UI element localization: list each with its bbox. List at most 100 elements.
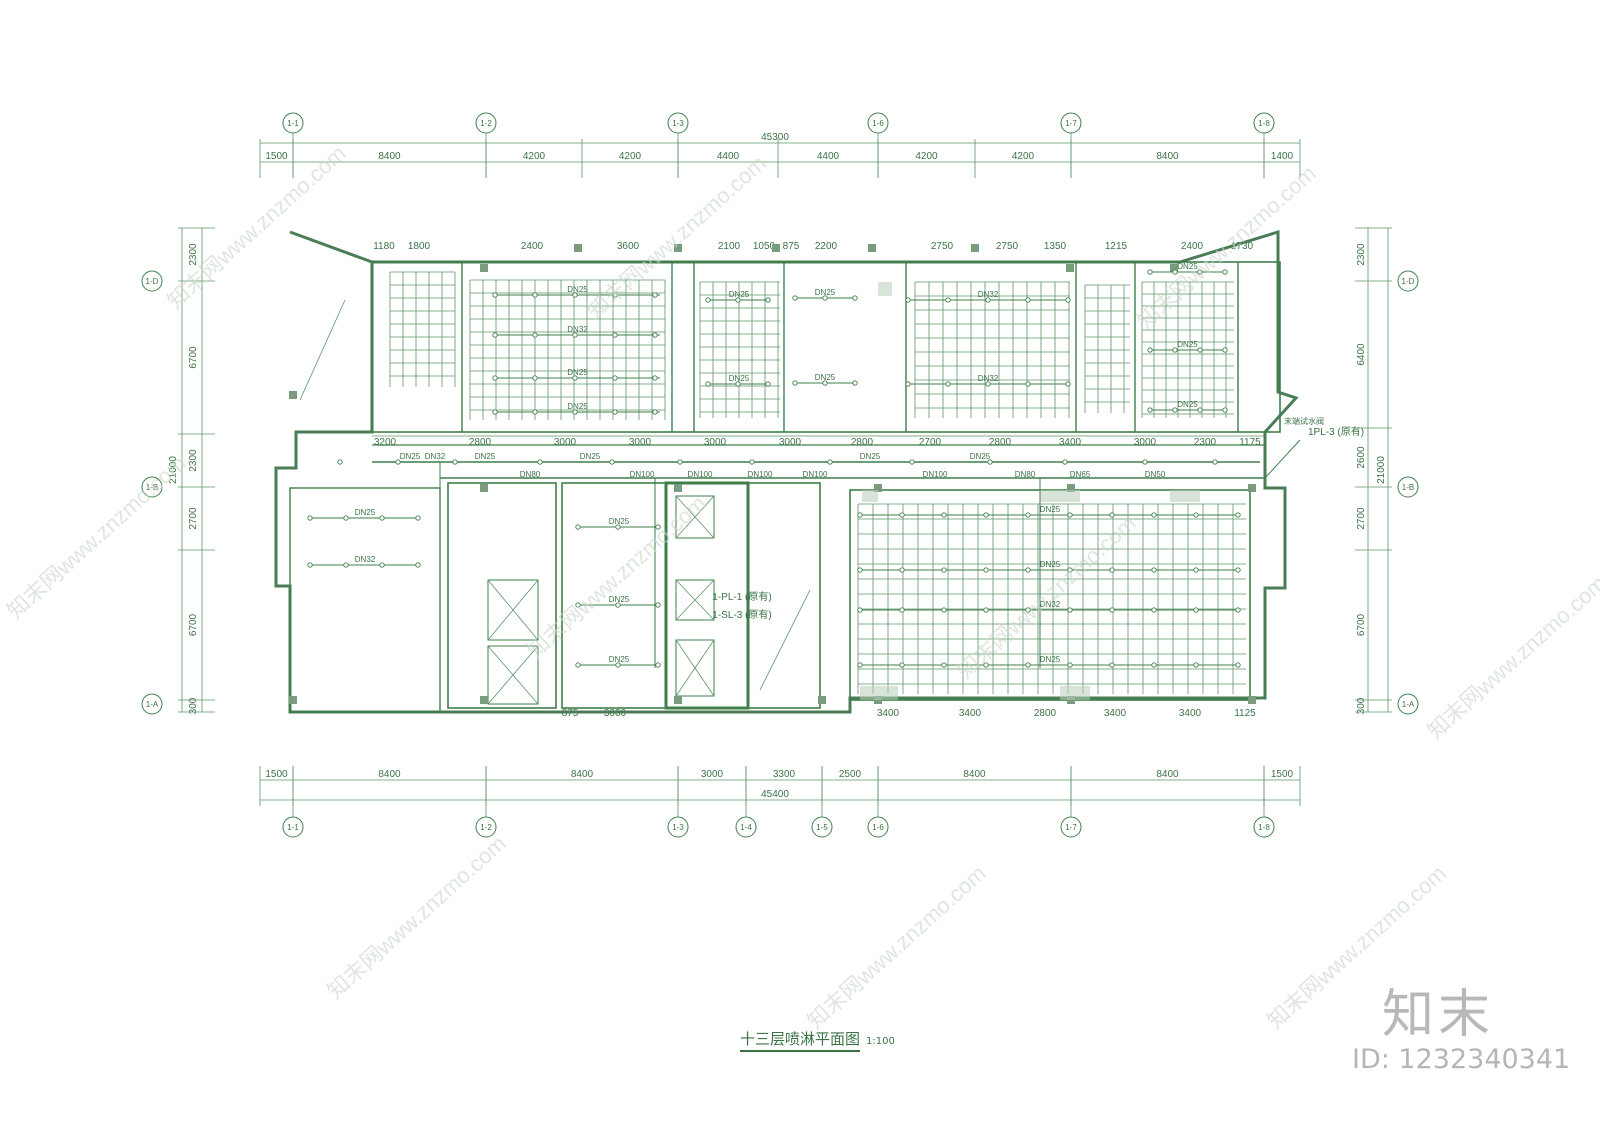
- pipe-label-branch: DN32: [355, 555, 376, 564]
- sprinkler-head: [532, 332, 538, 338]
- room-fill-block: [878, 282, 892, 296]
- sprinkler-head: [905, 297, 911, 303]
- dim-corridor: 3000: [704, 437, 727, 448]
- dim-top: 8400: [378, 151, 401, 162]
- dim-right: 300: [1356, 697, 1367, 714]
- sprinkler-head: [822, 380, 828, 386]
- dim-inner-top: 2200: [815, 241, 838, 252]
- sprinkler-head: [1067, 662, 1073, 668]
- riser-label: 1-SL-3 (原有): [712, 608, 771, 621]
- pipe-label-main: DN100: [803, 470, 828, 479]
- sprinkler-head: [1235, 662, 1241, 668]
- sprinkler-head: [1222, 347, 1228, 353]
- sprinkler-head: [1197, 407, 1203, 413]
- axis-label-bottom: 1-8: [1258, 823, 1270, 832]
- dim-bottom: 2500: [839, 769, 862, 780]
- walls-layer: [274, 229, 1299, 714]
- dim-corridor: 3000: [779, 437, 802, 448]
- sprinkler-head: [615, 524, 621, 530]
- sprinkler-head: [652, 332, 658, 338]
- sprinkler-head: [983, 512, 989, 518]
- pipe-label-branch: DN32: [978, 290, 999, 299]
- sprinkler-head: [899, 567, 905, 573]
- pipe-label-main: DN25: [580, 452, 601, 461]
- sprinkler-head: [452, 459, 458, 465]
- dim-room-bottom: 1125: [1234, 708, 1256, 719]
- sprinkler-head: [1109, 512, 1115, 518]
- leader-line: [1264, 439, 1301, 479]
- axis-label-left: 1-D: [146, 277, 159, 286]
- sprinkler-head: [765, 297, 771, 303]
- sprinkler-head: [1067, 512, 1073, 518]
- structural-column: [674, 484, 682, 492]
- axis-bubble-left: [141, 270, 163, 292]
- pipe-label-branch: DN25: [609, 517, 630, 526]
- sprinkler-head: [572, 332, 578, 338]
- sprinkler-head: [343, 515, 349, 521]
- sprinkler-head: [1109, 607, 1115, 613]
- sprinkler-head: [655, 524, 661, 530]
- sprinkler-head: [492, 409, 498, 415]
- dim-bottom: 3000: [701, 769, 724, 780]
- sprinkler-head: [765, 381, 771, 387]
- pipe-label-main: DN25: [970, 452, 991, 461]
- axis-label-top: 1-3: [672, 119, 684, 128]
- axis-label-bottom: 1-3: [672, 823, 684, 832]
- sprinkler-head: [792, 380, 798, 386]
- axis-label-right: 1-A: [1402, 700, 1415, 709]
- sprinkler-head: [343, 562, 349, 568]
- sprinkler-head: [575, 662, 581, 668]
- dim-room-bottom: 3400: [877, 708, 900, 719]
- sprinkler-head: [941, 662, 947, 668]
- structural-column: [874, 484, 882, 492]
- sprinkler-head: [983, 567, 989, 573]
- sprinkler-head: [1212, 459, 1218, 465]
- dim-corridor: 2700: [919, 437, 942, 448]
- sprinkler-head: [909, 459, 915, 465]
- sprinkler-head: [735, 381, 741, 387]
- axis-bubble-left: [141, 476, 163, 498]
- pipe-label-branch: DN25: [567, 285, 588, 294]
- pipe-label-branch: DN25: [609, 655, 630, 664]
- sprinkler-head: [857, 512, 863, 518]
- sprinkler-head: [899, 607, 905, 613]
- axis-label-top: 1-2: [480, 119, 492, 128]
- dim-right: 6400: [1356, 343, 1367, 366]
- sprinkler-head: [1147, 347, 1153, 353]
- structural-column: [1066, 264, 1074, 272]
- dim-left: 300: [188, 697, 199, 714]
- dim-inner-top: 2400: [1181, 241, 1204, 252]
- axis-label-left: 1-B: [146, 483, 158, 492]
- sprinkler-head: [945, 297, 951, 303]
- sprinkler-head: [1142, 459, 1148, 465]
- sprinkler-head: [1172, 347, 1178, 353]
- sprinkler-head: [532, 409, 538, 415]
- structural-column: [772, 244, 780, 252]
- dim-top: 4400: [717, 151, 740, 162]
- structural-column: [480, 484, 488, 492]
- dim-bottom: 8400: [1156, 769, 1179, 780]
- structural-column: [1067, 484, 1075, 492]
- sprinkler-head: [537, 459, 543, 465]
- dim-corridor: 3000: [629, 437, 652, 448]
- sprinkler-head: [612, 332, 618, 338]
- dim-bottom: 8400: [963, 769, 986, 780]
- sprinkler-head: [1235, 607, 1241, 613]
- sprinkler-head: [337, 459, 343, 465]
- axis-label-top: 1-8: [1258, 119, 1270, 128]
- pipe-label-main: DN80: [1015, 470, 1036, 479]
- dim-inner-top: 1350: [1044, 241, 1067, 252]
- sprinkler-head: [1222, 407, 1228, 413]
- dim-top: 8400: [1156, 151, 1179, 162]
- dim-left: 6700: [188, 346, 199, 369]
- image-id-label: ID: 1232340341: [1352, 1044, 1571, 1075]
- dim-total-top: 45300: [761, 132, 789, 143]
- sprinkler-head: [575, 524, 581, 530]
- sprinkler-head: [1151, 567, 1157, 573]
- dim-right: 6700: [1356, 613, 1367, 636]
- dim-bottom: 8400: [571, 769, 594, 780]
- sprinkler-head: [941, 567, 947, 573]
- sprinkler-head: [1109, 567, 1115, 573]
- dim-inner-top: 2100: [718, 241, 741, 252]
